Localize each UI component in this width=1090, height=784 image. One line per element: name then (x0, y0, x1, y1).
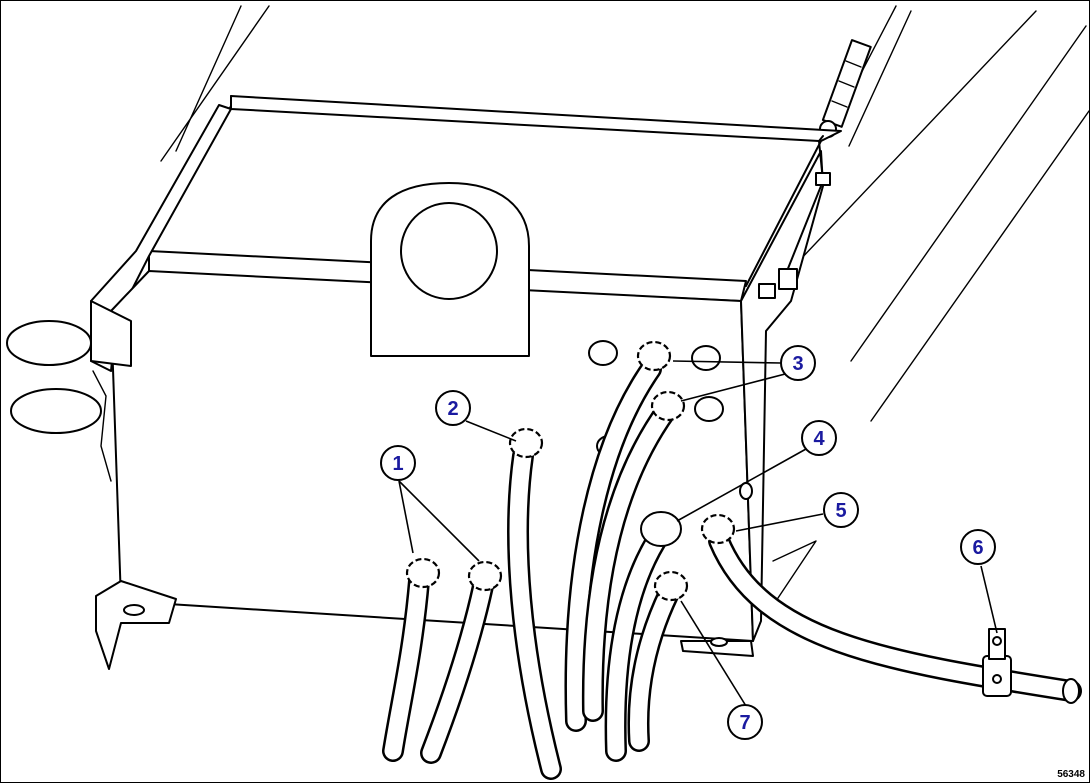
callout-1: 1 (380, 445, 416, 481)
callout-6-label: 6 (972, 537, 983, 559)
callout-4-label: 4 (813, 428, 825, 450)
callout-7-label: 7 (739, 712, 750, 734)
callout-1-label: 1 (392, 453, 403, 475)
callout-4: 4 (801, 420, 837, 456)
callout-5: 5 (823, 492, 859, 528)
callout-7: 7 (727, 704, 763, 740)
callout-3: 3 (780, 345, 816, 381)
callout-6: 6 (960, 529, 996, 565)
leader-lines (398, 360, 998, 707)
wire-coils (6, 320, 112, 482)
callout-5-label: 5 (835, 500, 846, 522)
hoses (382, 358, 1082, 780)
hose-clamp (982, 628, 1012, 697)
lifting-eye (370, 182, 530, 357)
lid-hinge (819, 39, 872, 138)
callout-2: 2 (435, 390, 471, 426)
drawing-number: 56348 (1057, 769, 1085, 780)
electrical-box (90, 95, 842, 670)
callout-2-label: 2 (447, 398, 458, 420)
hose-fittings (405, 340, 736, 602)
callout-3-label: 3 (792, 353, 803, 375)
